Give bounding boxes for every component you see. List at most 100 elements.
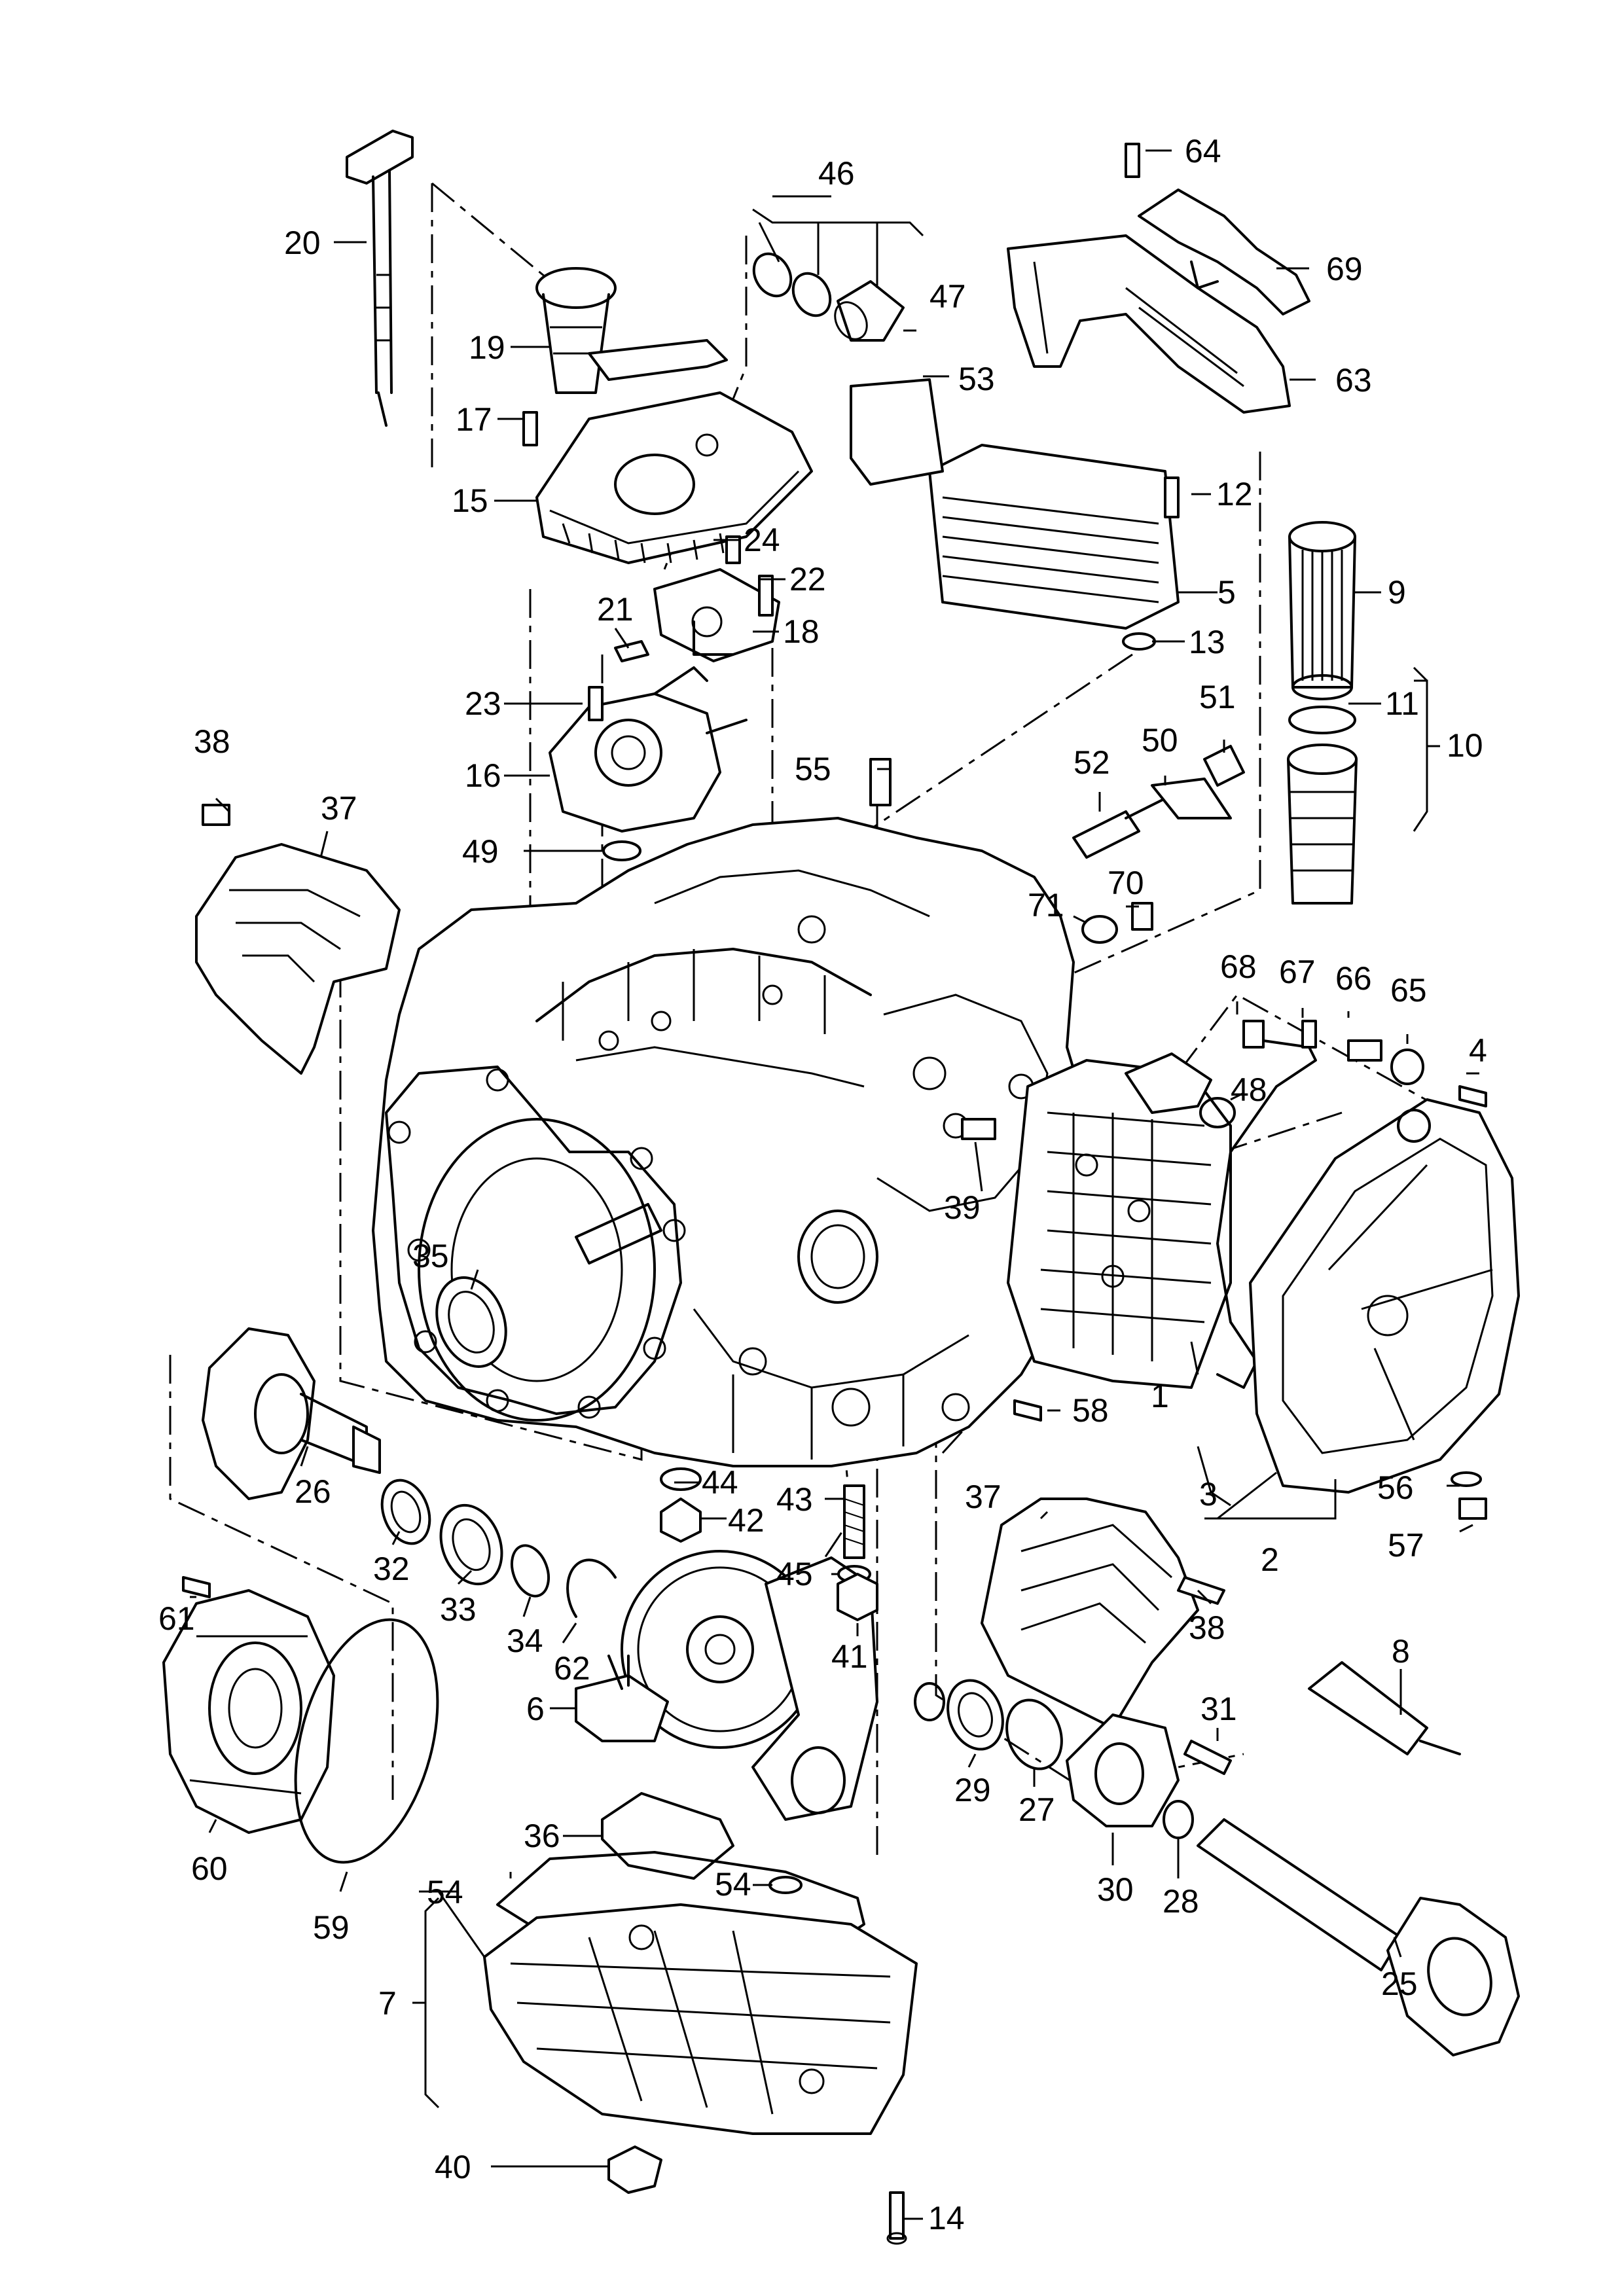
seal-32: [380, 1479, 431, 1545]
callout-21: 21: [597, 591, 634, 628]
callout-12: 12: [1216, 476, 1253, 512]
callout-40: 40: [435, 2149, 471, 2185]
baffle-36: [601, 1792, 734, 1880]
callout-labels: 1 2 3 4 5 6 7 8 9 10 11 12 13 14 15 16 1…: [158, 133, 1487, 2236]
bracket-69: [1138, 188, 1310, 315]
callout-70: 70: [1108, 865, 1144, 901]
callout-36: 36: [524, 1818, 560, 1854]
solenoid-block: [653, 568, 780, 662]
callout-55: 55: [795, 751, 831, 787]
callout-2: 2: [1261, 1541, 1279, 1578]
callout-37b: 37: [965, 1479, 1001, 1515]
case-cover-60: [162, 1589, 335, 1834]
callout-27: 27: [1019, 1791, 1055, 1828]
oil-cooler: [850, 378, 1180, 630]
callout-31: 31: [1200, 1691, 1237, 1727]
callout-24: 24: [744, 522, 780, 558]
callout-68: 68: [1220, 948, 1257, 985]
callout-23: 23: [465, 685, 501, 722]
filler-neck: [535, 267, 728, 394]
callout-25: 25: [1381, 1965, 1418, 2002]
cover-30: [1066, 1713, 1180, 1827]
drain-plug-40: [607, 2145, 662, 2194]
callout-28: 28: [1163, 1883, 1199, 1920]
callout-26: 26: [295, 1473, 331, 1510]
leader-lines: [190, 149, 1479, 2220]
callout-71: 71: [1028, 887, 1064, 924]
seal-28: [1163, 1800, 1194, 1839]
callout-57: 57: [1388, 1527, 1424, 1564]
callout-45: 45: [776, 1556, 813, 1592]
circlip-34: [510, 1544, 550, 1598]
o-ring-27: [1005, 1698, 1063, 1770]
sensor-52: [1072, 797, 1166, 859]
seal-35: [435, 1276, 507, 1368]
callout-58: 58: [1072, 1392, 1109, 1429]
callout-9: 9: [1388, 574, 1406, 611]
bolt-31: [1183, 1740, 1232, 1775]
heat-shield-37a: [195, 843, 401, 1075]
callout-44: 44: [702, 1464, 738, 1501]
seal-29: [947, 1679, 1004, 1751]
callout-38b: 38: [1189, 1609, 1225, 1646]
callout-42: 42: [728, 1502, 765, 1539]
callout-56: 56: [1377, 1469, 1414, 1506]
bearing-33: [439, 1503, 503, 1586]
pump-gear-assembly-6: [575, 1550, 878, 1821]
transmission-housing: [372, 817, 1088, 1467]
callout-46: 46: [818, 155, 855, 192]
callout-18: 18: [783, 613, 820, 650]
valve-body-1: [1007, 1052, 1232, 1389]
upper-cover: [535, 391, 813, 564]
callout-10: 10: [1447, 727, 1483, 764]
callout-50: 50: [1142, 722, 1178, 759]
callout-34: 34: [507, 1623, 543, 1659]
callout-1: 1: [1151, 1378, 1169, 1414]
callout-48: 48: [1231, 1071, 1267, 1108]
callout-51: 51: [1199, 679, 1236, 715]
callout-39: 39: [944, 1189, 981, 1226]
callout-67: 67: [1279, 954, 1316, 990]
flange-shaft-26: [202, 1327, 381, 1500]
gasket-3: [1216, 1039, 1317, 1389]
circlip-62: [566, 1558, 617, 1618]
callout-60: 60: [191, 1850, 228, 1887]
callout-29: 29: [954, 1772, 991, 1808]
callout-14: 14: [928, 2200, 965, 2236]
bolt-38b: [1177, 1576, 1225, 1605]
heat-shield-37b: [981, 1498, 1199, 1729]
callout-16: 16: [465, 757, 501, 794]
oil-pan-7: [483, 1903, 918, 2135]
callout-41: 41: [831, 1638, 868, 1675]
callout-61: 61: [158, 1600, 195, 1637]
callout-7: 7: [378, 1985, 397, 2022]
plug-50-51: [1151, 745, 1245, 819]
callout-32: 32: [373, 1551, 410, 1587]
callout-6: 6: [526, 1691, 545, 1727]
callout-37a: 37: [321, 790, 357, 827]
callout-11: 11: [1385, 685, 1419, 722]
sealant-tube-8: [1308, 1661, 1461, 1755]
dipstick: [346, 130, 414, 427]
callout-64: 64: [1185, 133, 1221, 170]
oil-pump-module: [549, 666, 748, 833]
plug-42-44: [660, 1467, 702, 1543]
callout-65: 65: [1390, 972, 1427, 1009]
callout-54a: 54: [427, 1874, 463, 1910]
spring-43: [843, 1484, 865, 1559]
callout-13: 13: [1189, 624, 1225, 660]
output-shaft-25: [1197, 1818, 1520, 2056]
callout-15: 15: [452, 482, 488, 519]
callout-47: 47: [929, 278, 966, 315]
callout-53: 53: [958, 361, 995, 397]
callout-22: 22: [789, 561, 826, 598]
callout-54b: 54: [715, 1866, 751, 1903]
flange-bolt-bosses: [388, 1068, 686, 1419]
callout-30: 30: [1097, 1871, 1134, 1908]
callout-20: 20: [284, 224, 321, 261]
callout-63: 63: [1335, 362, 1372, 399]
seal-rings-46: [752, 252, 905, 342]
callout-19: 19: [469, 329, 505, 366]
side-cover-2: [1249, 1098, 1520, 1494]
